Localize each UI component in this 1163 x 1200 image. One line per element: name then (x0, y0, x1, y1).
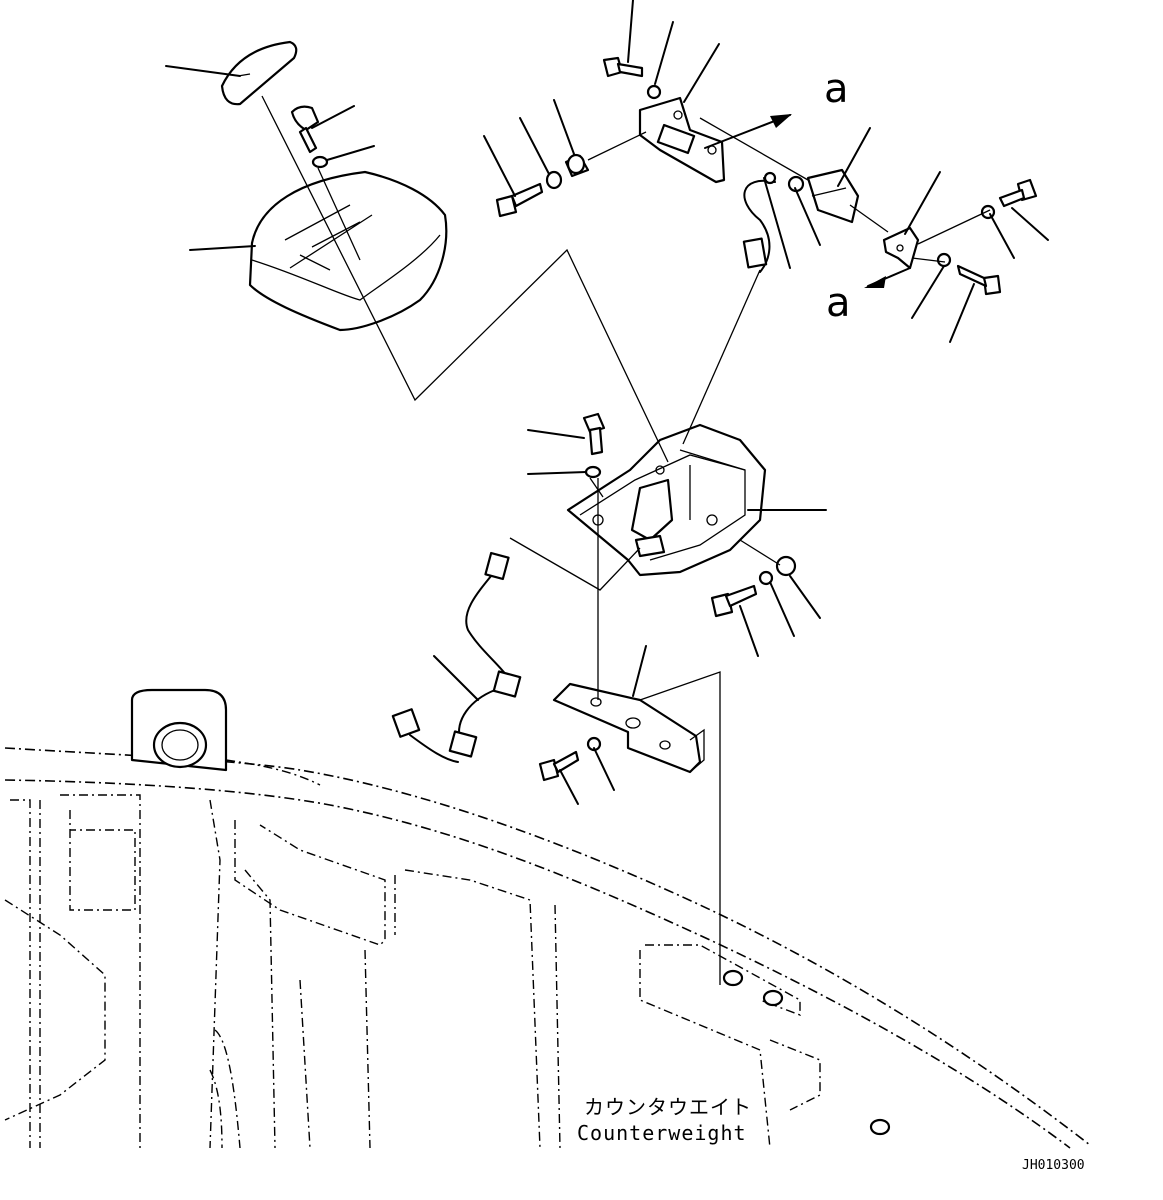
mount-bolt-right (710, 555, 797, 618)
counterweight-label-jp: カウンタウエイト (584, 1095, 752, 1119)
wiring-harness (391, 551, 522, 763)
lamp-bolt (290, 105, 329, 169)
bracket-bolt-left (495, 153, 590, 218)
lamp-cover (248, 170, 448, 332)
bracket-bolt-top (602, 56, 662, 100)
counterweight-label-en: Counterweight (577, 1121, 747, 1145)
stay-plate (882, 226, 920, 270)
bottom-bolt (538, 736, 602, 782)
counterweight-body (4, 688, 1091, 1149)
lamp-lens (220, 40, 298, 106)
view-arrow-bottom (864, 267, 911, 288)
mount-bolt-top (582, 412, 606, 479)
stay-bolts (936, 178, 1038, 296)
leader-lines (165, 0, 1049, 805)
view-label-a-bottom: a (826, 280, 851, 326)
drawing-id: JH010300 (1022, 1158, 1085, 1173)
view-label-a-top: a (824, 66, 849, 112)
switch-harness (742, 171, 777, 273)
lamp-bracket (638, 96, 726, 184)
assembly-lines (261, 95, 991, 985)
lamp-mount-bracket (566, 423, 767, 577)
view-arrow-top (704, 114, 792, 149)
bottom-bracket (552, 682, 705, 774)
